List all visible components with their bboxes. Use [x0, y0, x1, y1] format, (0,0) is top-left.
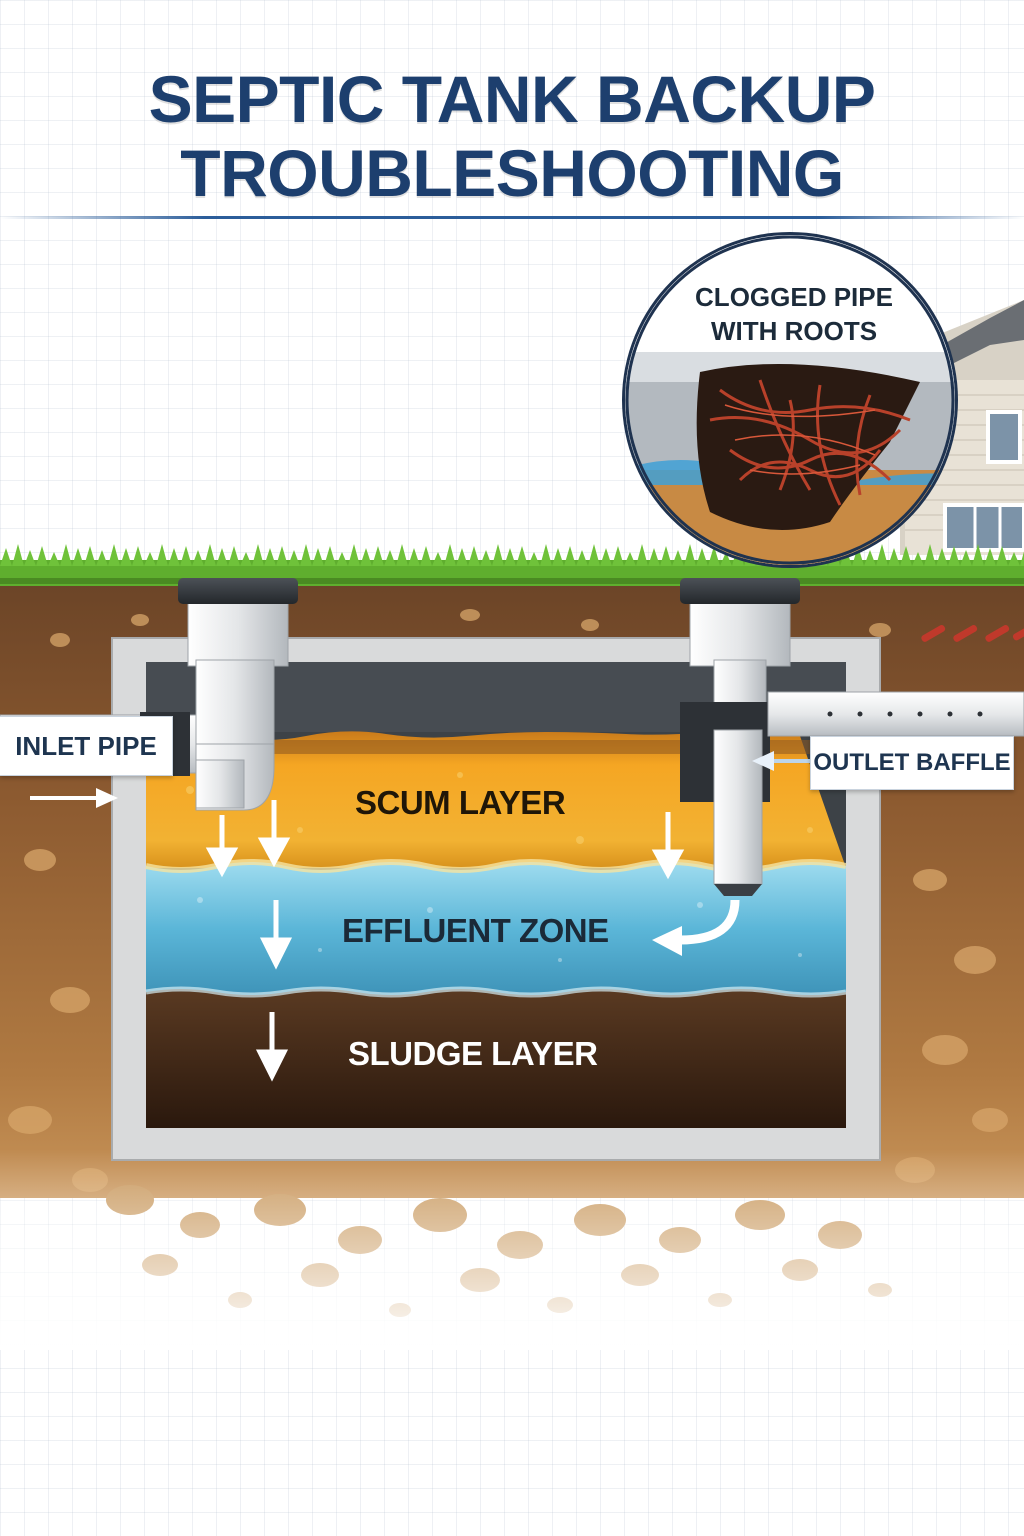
inset-title: CLOGGED PIPE WITH ROOTS	[660, 280, 928, 348]
arrow-down-icon	[259, 900, 293, 970]
sludge-layer	[146, 989, 846, 1128]
arrow-left-icon	[752, 751, 810, 771]
arrow-left-icon	[652, 899, 740, 956]
arrow-down-icon	[255, 1012, 289, 1082]
flow-arrows	[30, 751, 810, 1082]
effluent-zone-label: EFFLUENT ZONE	[342, 912, 609, 949]
scum-layer	[146, 730, 846, 868]
title-line-2: TROUBLESHOOTING	[180, 136, 844, 210]
arrow-down-icon	[651, 812, 685, 880]
arrow-right-icon	[30, 788, 118, 808]
sludge-layer-label: SLUDGE LAYER	[348, 1035, 598, 1072]
roots-icon	[709, 379, 911, 506]
page-title: SEPTIC TANK BACKUP TROUBLESHOOTING	[0, 62, 1024, 210]
inset-title-line-1: CLOGGED PIPE	[695, 282, 893, 312]
inlet-pipe-label: INLET PIPE	[0, 716, 173, 776]
scum-layer-label: SCUM LAYER	[355, 784, 566, 821]
outlet-baffle	[680, 659, 1024, 896]
inlet-riser	[178, 578, 298, 667]
arrow-down-icon	[257, 800, 291, 868]
outlet-riser	[680, 578, 800, 667]
title-line-1: SEPTIC TANK BACKUP	[148, 62, 876, 136]
effluent-zone	[146, 862, 846, 996]
inset-title-line-2: WITH ROOTS	[710, 316, 878, 346]
title-divider	[0, 216, 1024, 219]
outlet-baffle-label: OUTLET BAFFLE	[810, 736, 1014, 790]
drain-field-marks	[921, 624, 1024, 642]
arrow-down-icon	[205, 815, 239, 878]
